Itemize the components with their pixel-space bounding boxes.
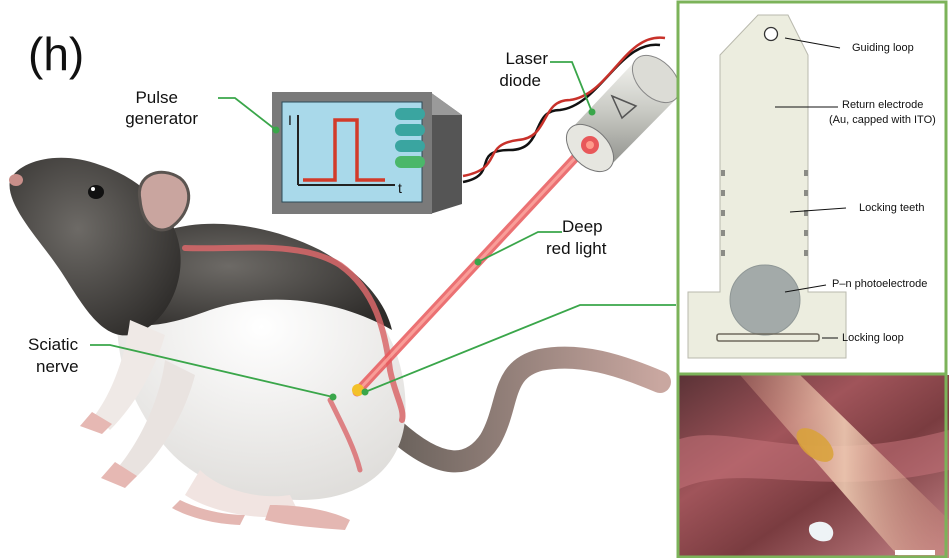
plot-axis-y-label: I (288, 112, 292, 128)
device-substrate (687, 14, 847, 359)
label-locking-loop: Locking loop (842, 332, 904, 344)
implanted-lead (182, 244, 406, 423)
inset-border (676, 0, 948, 558)
callout-laser-diode (550, 61, 593, 113)
photo-wrapped-device (740, 375, 949, 558)
rat-front-arm (95, 320, 165, 430)
callout-device-zoom (364, 304, 676, 393)
indicator-2 (395, 124, 425, 136)
locking-teeth-marks (721, 170, 808, 256)
rat-hind-foot (265, 505, 350, 530)
pulse-trace (303, 118, 385, 182)
laser-warning-icon (610, 94, 638, 120)
rat-front-paw (80, 412, 112, 434)
callout-lines (90, 61, 676, 398)
callout-deep-red-light (477, 231, 562, 263)
label-locking-teeth: Locking teeth (859, 202, 924, 214)
indicator-1 (395, 108, 425, 120)
label-red-light: red light (546, 239, 607, 258)
locking-loop-slot (716, 333, 820, 342)
label-nerve: nerve (36, 357, 79, 376)
label-return-electrode: Return electrode (842, 99, 923, 111)
rat-tail (384, 346, 671, 473)
label-laser: Laser (505, 49, 548, 68)
surgical-photo (677, 375, 949, 558)
label-diode: diode (499, 71, 541, 90)
callout-sciatic-nerve (90, 344, 334, 398)
label-guiding-loop: Guiding loop (852, 42, 914, 54)
label-photoelectrode: P–n photoelectrode (832, 278, 927, 290)
cable-red (462, 36, 666, 178)
plot-axis-x-label: t (398, 180, 402, 196)
photoelectrode-implant (352, 384, 364, 396)
device-inset-panel: Guiding loop Return electrode (Au, cappe… (676, 0, 949, 558)
indicator-3 (395, 140, 425, 152)
label-deep: Deep (562, 217, 603, 236)
rat-head (9, 157, 181, 336)
scale-bar (895, 550, 935, 555)
pulse-generator-device: I t (272, 92, 462, 214)
rat-ear (137, 170, 191, 232)
rat-nose (9, 174, 23, 186)
guiding-loop-hole (763, 26, 779, 42)
indicator-4 (395, 156, 425, 168)
rat-eye (88, 185, 104, 199)
laser-diode-device (565, 54, 681, 173)
label-pulse: Pulse (135, 88, 178, 107)
sciatic-nerve-trace (327, 397, 363, 473)
callout-pulse-generator (218, 97, 277, 131)
label-return-electrode-detail: (Au, capped with ITO) (829, 114, 936, 126)
photoelectrode-disc (729, 264, 801, 336)
label-sciatic: Sciatic (28, 335, 79, 354)
panel-label: (h) (28, 28, 84, 80)
label-generator: generator (125, 109, 198, 128)
